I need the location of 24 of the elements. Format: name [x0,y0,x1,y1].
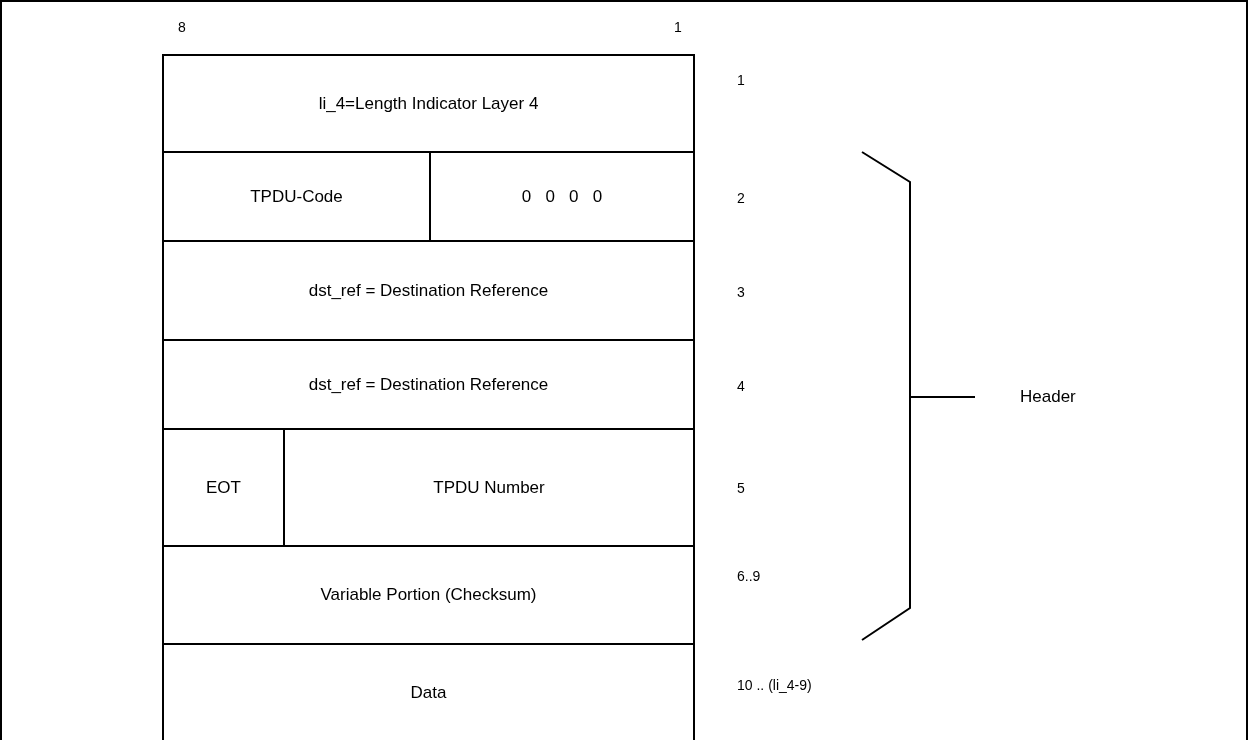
octet-number: 5 [737,480,745,496]
field-name: 0 0 0 0 [521,186,603,207]
octet-number: 1 [737,72,745,88]
bit-number: 1 [674,19,682,35]
field-name: dst_ref = Destination Reference [308,280,549,301]
field-name: Data [410,683,447,703]
bracket-label: Header [1020,387,1076,407]
field-name: dst_ref = Destination Reference [308,374,549,395]
field-cell [162,339,695,430]
field-name: Variable Portion (Checksum) [320,585,537,605]
field-cell [162,240,695,341]
octet-number: 10 .. (li_4-9) [737,677,812,693]
octet-number: 4 [737,378,745,394]
field-name: li_4=Length Indicator Layer 4 [318,93,539,114]
field-cell [162,643,695,740]
field-name: TPDU-Code [250,186,343,207]
octet-number: 6..9 [737,568,761,584]
field-cell [162,545,695,645]
octet-number: 3 [737,284,745,300]
bit-number: 8 [178,19,186,35]
field-name: TPDU Number [433,477,545,498]
octet-number: 2 [737,190,745,206]
field-name: EOT [206,477,241,498]
field-cell [162,54,695,153]
